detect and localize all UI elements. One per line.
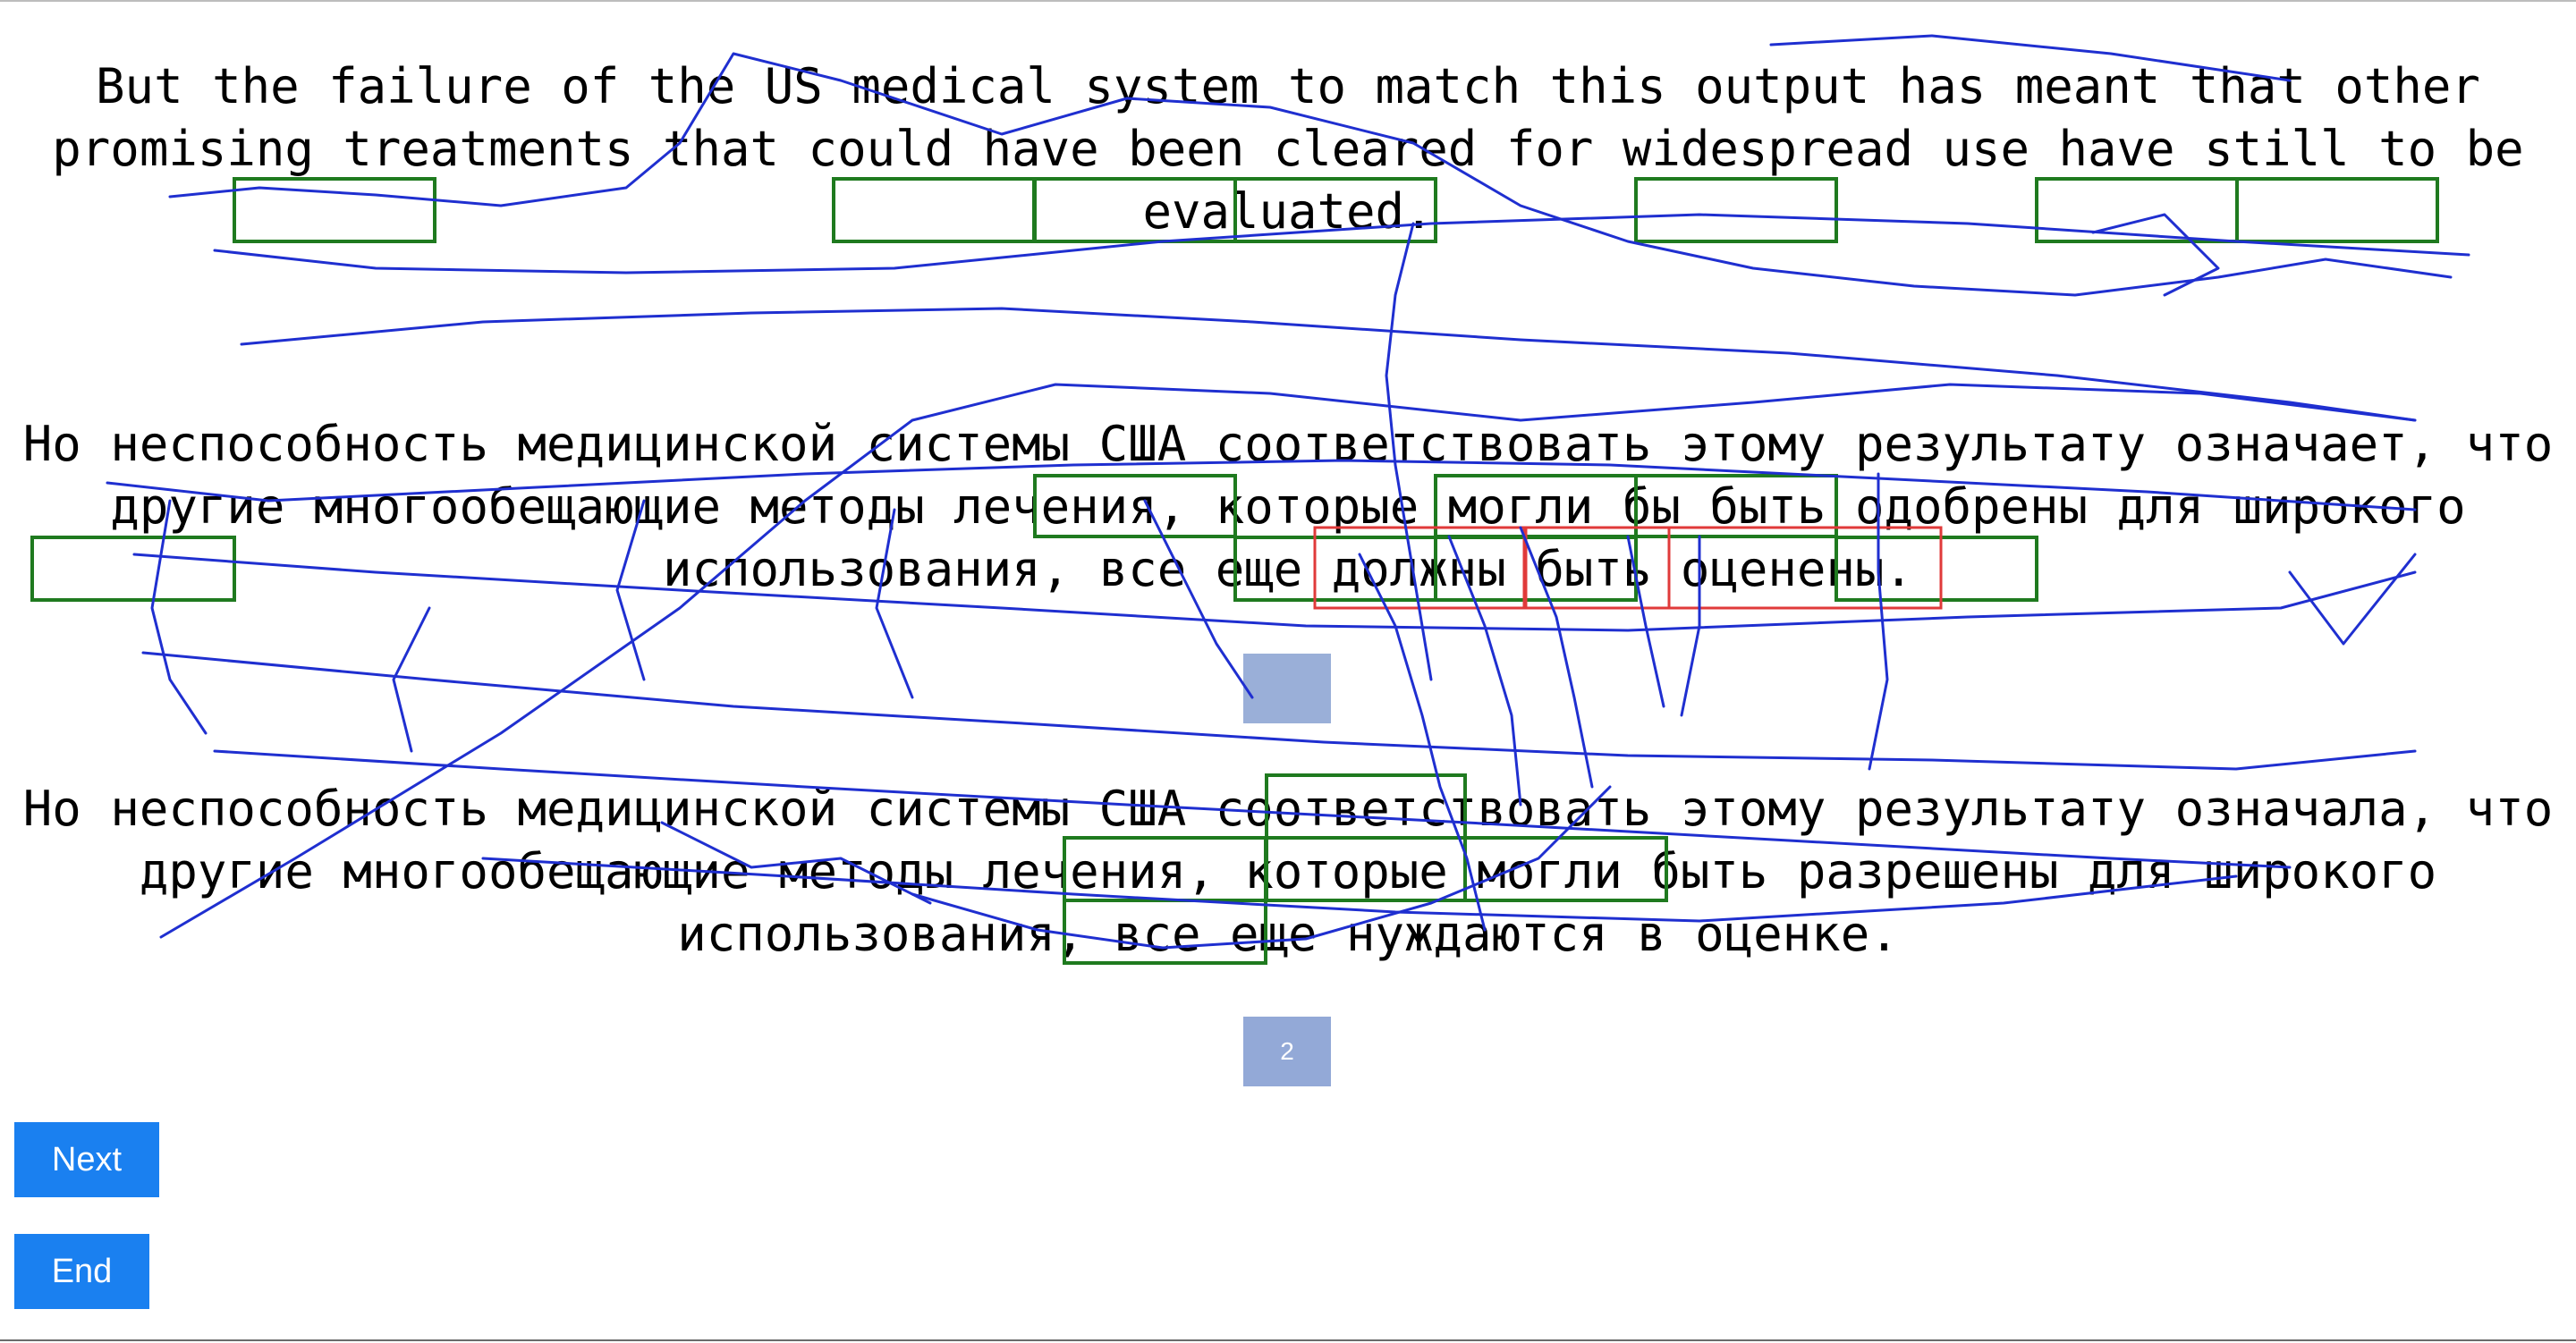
segment-marker-1 [1243, 654, 1331, 723]
source-sentence: But the failure of the US medical system… [52, 58, 2524, 240]
next-button[interactable]: Next [14, 1122, 159, 1197]
reference-sentence: Но неспособность медицинской системы США… [22, 781, 2554, 962]
end-button[interactable]: End [14, 1234, 149, 1309]
gaze-path [392, 606, 431, 753]
translation-sentence: Но неспособность медицинской системы США… [22, 416, 2554, 597]
segment-marker-2: 2 [1243, 1017, 1331, 1086]
gaze-path [240, 307, 2417, 422]
bottom-divider [0, 1339, 2576, 1341]
top-divider [0, 0, 2576, 2]
